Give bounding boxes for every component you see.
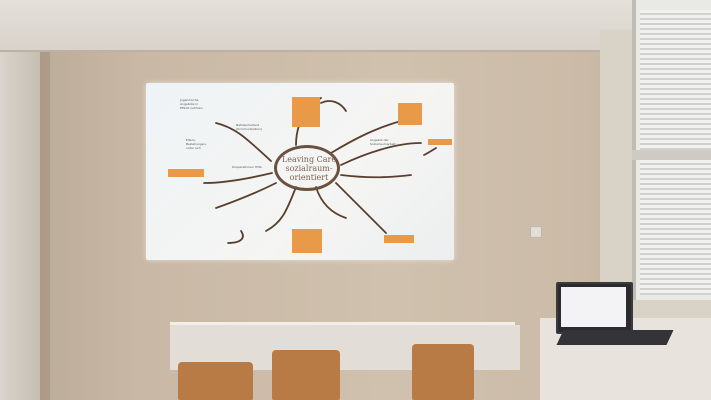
wall-column [0, 52, 40, 400]
arrow [423, 147, 437, 156]
center-title-line: Leaving Care [281, 155, 337, 164]
arrow [265, 186, 297, 232]
projected-slide: Leaving Care sozialraum- orientiert Juge… [146, 83, 454, 260]
arrow [335, 182, 387, 234]
sticky-note [384, 235, 414, 243]
window-frame-bar [632, 150, 711, 160]
laptop-keyboard [556, 330, 674, 345]
arrow [203, 172, 273, 184]
column-shadow [40, 52, 50, 400]
arrow [227, 230, 244, 244]
sticky-note [428, 139, 452, 145]
arrow [340, 174, 412, 179]
sticky-note [168, 169, 204, 177]
slide-text: Jugend-liche Angebote in Pflicht nehmen [180, 98, 203, 110]
sticky-note [292, 229, 322, 253]
arrow [320, 100, 347, 112]
center-title-line: orientiert [289, 173, 329, 182]
arrow [315, 186, 347, 219]
arrow [340, 142, 422, 166]
wall-switch [530, 226, 542, 238]
sticky-note [398, 103, 422, 125]
arrow [215, 182, 277, 209]
arrow [215, 122, 272, 162]
laptop-display [561, 287, 626, 327]
slide-text: Angebot der Sozialraumarbeit [370, 138, 396, 146]
chair [412, 344, 474, 400]
chair [272, 350, 340, 400]
center-oval [274, 145, 340, 191]
arrow [330, 120, 402, 154]
slide-text: Kooperationen Hilfe [232, 165, 262, 169]
slide-text: Netzwerkarbeit (Kommunikation) [236, 123, 262, 131]
center-title: Leaving Care sozialraum- orientiert [276, 155, 342, 182]
center-title-line: sozialraum- [285, 164, 333, 173]
ceiling [0, 0, 711, 52]
slide-text: Eltern, Beziehungen, unter sich [186, 138, 207, 150]
chair [178, 362, 253, 400]
sticky-note [292, 97, 320, 127]
